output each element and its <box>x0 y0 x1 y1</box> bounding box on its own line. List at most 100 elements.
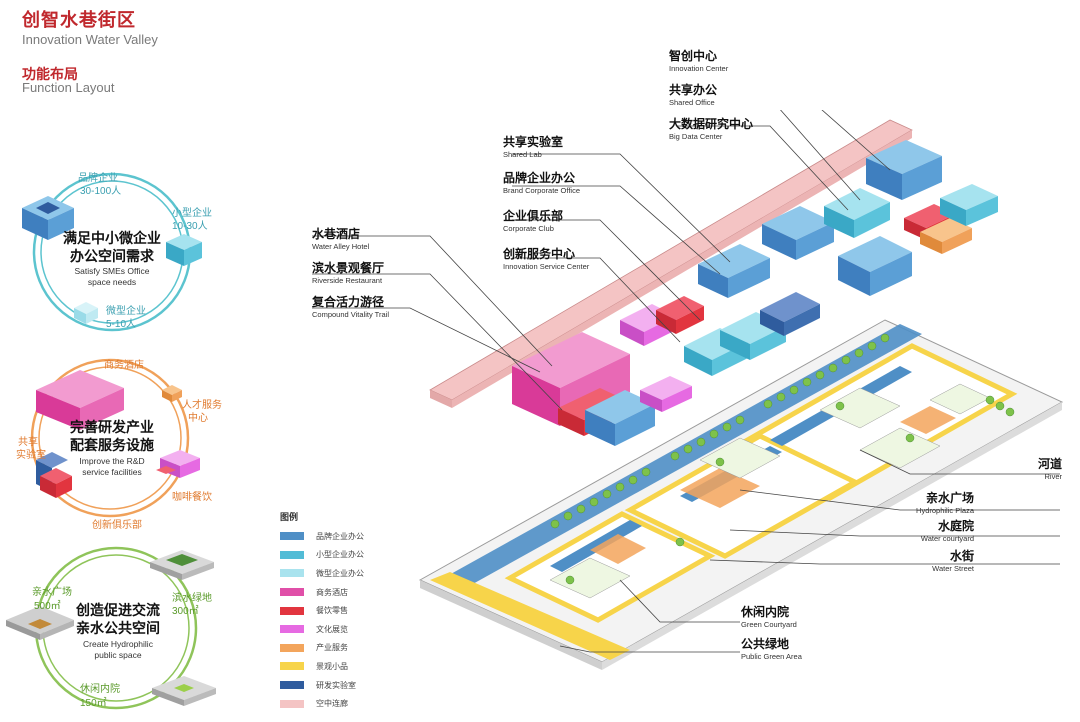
label-innovation-center: 智创中心 Innovation Center <box>669 49 729 74</box>
plaza-label: 亲水广场 <box>32 585 72 598</box>
circle-sme-office: 品牌企业 30-100人 小型企业 10-30人 微型企业 5-10人 满足中小… <box>22 171 212 332</box>
page-subtitle: Innovation Water Valley <box>22 32 158 47</box>
legend-label: 商务酒店 <box>316 587 348 597</box>
circle1-caption-2: space needs <box>88 277 136 287</box>
label-green-courtyard: 休闲内院 Green Courtyard <box>741 605 797 630</box>
legend-item: 文化展览 <box>280 622 390 637</box>
legend-swatch <box>280 532 304 541</box>
leader-lines <box>312 110 1060 653</box>
label-riverside-restaurant: 滨水景观餐厅 Riverside Restaurant <box>312 261 385 286</box>
circle1-heading-2: 办公空间需求 <box>70 248 155 264</box>
talent-center-block <box>162 385 182 402</box>
legend-swatch <box>280 699 304 708</box>
section-title: 功能布局 <box>22 66 78 82</box>
page-title: 创智水巷街区 <box>22 10 136 30</box>
small-size-label: 10-30人 <box>172 220 208 232</box>
legend-swatch <box>280 550 304 559</box>
green-label: 滨水绿地 <box>172 591 212 604</box>
circle-rd-services: 商务酒店 人才服务 中心 共享 实验室 咖啡餐饮 创新俱乐部 完善研发产业 配套… <box>16 358 222 531</box>
label-corporate-club: 企业俱乐部 Corporate Club <box>503 209 564 234</box>
circle2-heading-2: 配套服务设施 <box>70 437 154 453</box>
legend-label: 品牌企业办公 <box>316 531 364 541</box>
brand-size-label: 30-100人 <box>80 185 121 197</box>
plaza-tile <box>6 606 74 640</box>
circle3-caption-2: public space <box>94 650 142 660</box>
legend-label: 产业服务 <box>316 643 348 653</box>
legend-swatch <box>280 643 304 652</box>
legend-label: 文化展览 <box>316 624 348 634</box>
legend-item: 微型企业办公 <box>280 566 390 581</box>
legend-swatch <box>280 625 304 634</box>
trees <box>550 333 1015 585</box>
cafe-block <box>156 450 200 478</box>
green-area-label: 300㎡ <box>172 605 199 617</box>
label-big-data-center: 大数据研究中心 Big Data Center <box>669 117 754 142</box>
small-office-block <box>166 234 202 266</box>
legend-item: 小型企业办公 <box>280 548 390 563</box>
legend-swatch <box>280 606 304 615</box>
label-shared-lab: 共享实验室 Shared Lab <box>503 135 564 160</box>
courtyard-label: 休闲内院 <box>80 682 120 695</box>
talent-label-2: 中心 <box>188 411 208 424</box>
small-label: 小型企业 <box>172 206 212 219</box>
hotel-label: 商务酒店 <box>104 358 144 371</box>
green-tile <box>150 550 214 580</box>
label-water-street: 水街 Water Street <box>932 549 974 574</box>
label-compound-vitality-trail: 复合活力游径 Compound Vitality Trail <box>312 295 389 320</box>
lab-label-1: 共享 <box>18 435 38 448</box>
legend-label: 微型企业办公 <box>316 568 364 578</box>
legend-item: 餐饮零售 <box>280 603 390 618</box>
label-river: 河道 River <box>1037 457 1062 482</box>
legend-label: 研发实验室 <box>316 680 356 690</box>
legend-label: 空中连廊 <box>316 699 348 709</box>
circle2-heading-1: 完善研发产业 <box>70 419 154 435</box>
micro-label: 微型企业 <box>106 304 146 317</box>
micro-office-block <box>74 302 98 324</box>
legend-swatch <box>280 588 304 597</box>
axonometric-plan <box>312 110 1064 670</box>
lab-block <box>36 452 72 498</box>
circle-public-space: 亲水广场 500㎡ 滨水绿地 300㎡ 休闲内院 150㎡ 创造促进交流 亲水公… <box>6 546 216 710</box>
legend-swatch <box>280 569 304 578</box>
circle2-caption-1: Improve the R&D <box>79 456 144 466</box>
legend-title: 图例 <box>280 512 299 522</box>
label-hydrophilic-plaza: 亲水广场 Hydrophilic Plaza <box>916 491 974 516</box>
legend-item: 空中连廊 <box>280 696 390 711</box>
legend-item: 产业服务 <box>280 641 390 656</box>
circle1-heading-1: 满足中小微企业 <box>63 230 161 246</box>
cafe-label: 咖啡餐饮 <box>172 490 212 503</box>
circle2-caption-2: service facilities <box>82 467 142 477</box>
talent-label-1: 人才服务 <box>182 398 222 411</box>
courtyard-tile <box>152 676 216 706</box>
legend-label: 餐饮零售 <box>316 606 348 616</box>
club-label: 创新俱乐部 <box>92 518 142 531</box>
concept-diagrams: 品牌企业 30-100人 小型企业 10-30人 微型企业 5-10人 满足中小… <box>6 171 222 710</box>
legend-item: 研发实验室 <box>280 678 390 693</box>
skywalk <box>429 119 913 408</box>
legend-label: 景观小品 <box>316 661 348 671</box>
river <box>430 324 922 660</box>
legend: 图例 品牌企业办公小型企业办公微型企业办公商务酒店餐饮零售文化展览产业服务景观小… <box>280 510 390 715</box>
courtyard-area-label: 150㎡ <box>80 697 107 709</box>
circle3-heading-2: 亲水公共空间 <box>76 620 160 636</box>
legend-label: 小型企业办公 <box>316 550 364 560</box>
plaza-area-label: 500㎡ <box>34 600 61 612</box>
circle1-caption-1: Satisfy SMEs Office <box>75 266 150 276</box>
brand-label: 品牌企业 <box>78 171 118 184</box>
label-public-green-area: 公共绿地 Public Green Area <box>741 637 802 662</box>
circle3-caption-1: Create Hydrophilic <box>83 639 154 649</box>
circle3-heading-1: 创造促进交流 <box>75 602 160 618</box>
legend-swatch <box>280 681 304 690</box>
label-water-courtyard: 水庭院 Water courtyard <box>920 519 974 544</box>
legend-swatch <box>280 662 304 671</box>
label-service-center: 创新服务中心 Innovation Service Center <box>503 247 590 272</box>
legend-item: 品牌企业办公 <box>280 529 390 544</box>
hotel-block <box>36 370 124 430</box>
label-brand-office: 品牌企业办公 Brand Corporate Office <box>503 171 580 196</box>
label-shared-office: 共享办公 Shared Office <box>669 83 718 108</box>
label-water-alley-hotel: 水巷酒店 Water Alley Hotel <box>312 227 370 252</box>
brand-office-block <box>22 196 74 240</box>
legend-item: 景观小品 <box>280 659 390 674</box>
legend-item: 商务酒店 <box>280 585 390 600</box>
section-subtitle: Function Layout <box>22 80 115 95</box>
